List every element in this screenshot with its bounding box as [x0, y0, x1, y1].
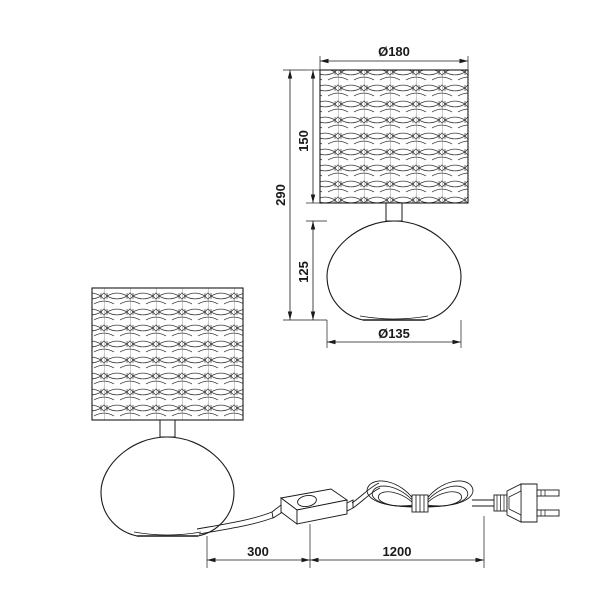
dimension-label-cord-to-switch: 300: [247, 544, 269, 559]
dimension-label-total-height: 290: [273, 184, 288, 206]
power-cord-segment-one: [196, 511, 276, 535]
lamp-shade-bottom-view: [91, 287, 244, 421]
dimension-shade-diameter: Ø180: [319, 44, 469, 70]
inline-rocker-switch: [271, 488, 354, 525]
lamp-globe-top-view: [326, 220, 462, 321]
dimension-label-cord-after-switch: 1200: [383, 544, 412, 559]
power-cord-segment-three: [472, 499, 494, 507]
power-cord-segment-two: [351, 482, 381, 509]
lamp-stem-bottom-view: [159, 419, 176, 438]
lamp-shade-top-view: [319, 69, 469, 204]
dimension-shade-height: 150: [296, 69, 320, 204]
lamp-globe-bottom-view: [100, 436, 235, 537]
dimension-label-shade-diameter: Ø180: [378, 44, 410, 59]
dimension-cord-lengths: 300 1200: [206, 516, 485, 568]
europlug-two-pin: [493, 483, 560, 523]
view-elevation-with-cord: 300 1200: [91, 287, 560, 568]
coiled-cord-bundle: [366, 480, 474, 513]
lamp-stem-top-view: [385, 202, 403, 222]
dimension-base-diameter: Ø135: [326, 320, 462, 348]
dimension-base-height: 125: [296, 220, 327, 321]
dimension-label-base-height: 125: [296, 261, 311, 283]
dimension-total-height: 290: [273, 69, 306, 321]
dimension-label-shade-height: 150: [296, 130, 311, 152]
view-dimensioned-elevation: Ø180 150 125 290: [273, 44, 469, 348]
dimension-label-base-diameter: Ø135: [378, 326, 410, 341]
